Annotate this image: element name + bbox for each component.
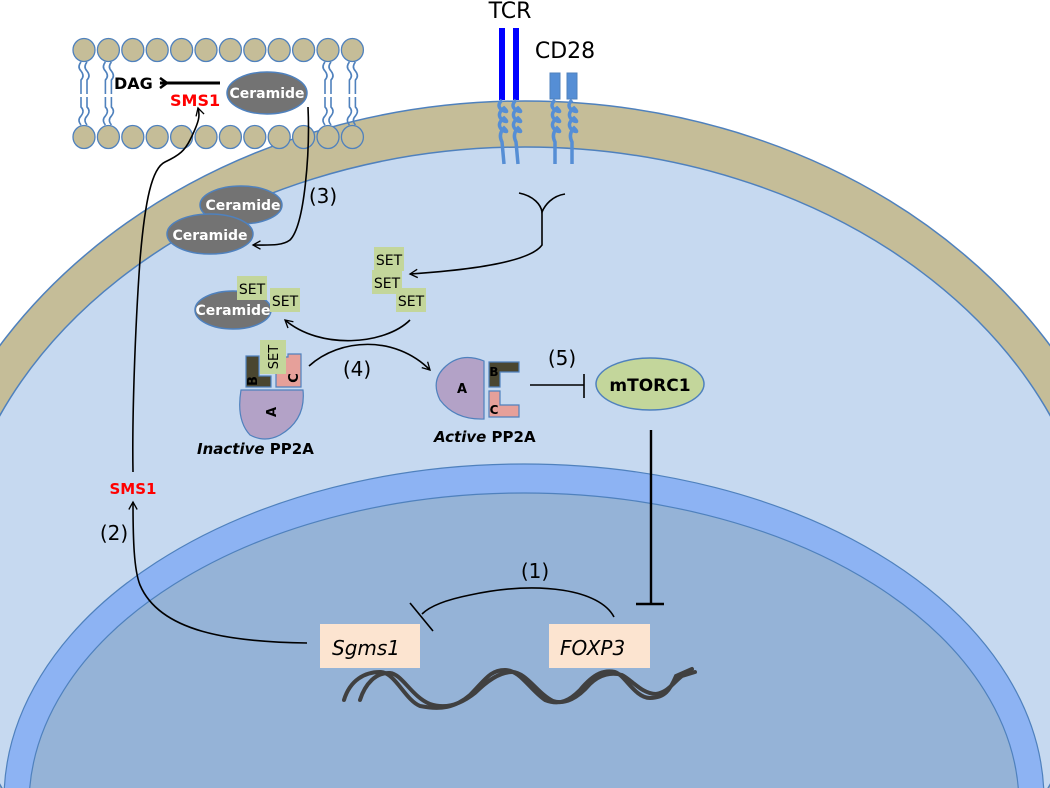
inactive-pp2a-c-label: C [287,373,302,383]
active-pp2a-a-label: A [457,382,467,397]
dna-double-helix [342,667,697,710]
gene-foxp3-label: FOXP3 [560,636,625,660]
active-pp2a-subunit-b [488,361,520,388]
inactive-pp2a-set [260,340,286,374]
lipid-tail [328,61,334,126]
lipid-tail [322,61,328,126]
step-4-label: (4) [343,357,371,381]
active-pp2a-c-label: C [490,403,499,417]
lipid-head-inner [340,124,365,150]
lipid-bilayer [72,37,365,150]
active-pp2a-label: Active PP2A [433,428,536,446]
inactive-pp2a-label: Inactive PP2A [197,440,314,458]
lipid-head-outer [316,37,340,63]
lipid-head-outer [169,37,194,63]
step-2-label: (2) [100,521,128,545]
lipid-head-outer [291,37,316,63]
active-pp2a-subunit-c [488,390,520,418]
lipid-head-inner [218,124,243,150]
lipid-head-inner [169,124,194,150]
inactive-pp2a-a-label: A [265,407,280,417]
cd28-label: CD28 [535,39,595,64]
lipid-tail [108,61,115,126]
lipid-head-outer [121,37,145,63]
set-box-2 [270,288,300,312]
set-box-2-label: SET [272,294,299,310]
lipid-head-outer [72,37,96,63]
inactive-state: Inactive [197,440,265,458]
set-box-5-label: SET [398,294,425,310]
step-5-label: (5) [548,346,576,370]
active-pp2a: A B C [435,356,520,420]
lipid-head-outer [243,37,267,63]
step-1-inhibition-line [421,587,615,618]
set-box-3 [374,247,404,271]
ceramide-cytoplasm-2 [166,213,254,255]
ceramide-membrane [226,71,308,115]
active-pp2a-name: PP2A [492,428,536,446]
set-box-5 [396,288,426,312]
tcr-label: TCR [488,0,532,24]
set-box-1 [237,276,267,300]
ceramide-membrane-label: Ceramide [229,86,304,102]
lipid-head-inner [194,124,218,150]
ceramide-set-complex-label: Ceramide [195,303,270,319]
lipid-tail [352,61,359,126]
inactive-pp2a-subunit-a [239,389,304,440]
step-3-arrow [251,106,310,250]
step-4-pp2a-activation-arrow [308,343,431,371]
active-state: Active [433,428,486,446]
lipid-head-inner [291,124,316,150]
cd28-receptor [549,72,579,164]
step-3-label: (3) [309,184,337,208]
step-1-inhibition-bar [409,602,434,632]
step-2-expression-arrow [128,500,308,644]
gene-sgms1-box [320,624,420,668]
lipid-head-outer [145,37,169,63]
ceramide-cytoplasm-2-label: Ceramide [172,228,247,244]
inactive-pp2a-b-label: B [246,376,261,386]
dag-label: DAG [114,74,153,93]
lipid-head-inner [72,124,96,150]
inactive-pp2a-subunit-b [245,355,272,388]
sms1-to-membrane-arrow [132,106,205,473]
tcr-receptor [497,28,523,165]
lipid-head-inner [243,124,267,150]
lipid-head-outer [267,37,291,63]
lipid-tail [78,61,84,126]
lipid-head-outer [96,37,121,63]
gene-sgms1-label: Sgms1 [332,636,400,660]
active-pp2a-subunit-a [435,356,485,420]
inactive-pp2a-set-label: SET [267,345,282,369]
active-pp2a-b-label: B [489,365,498,379]
sms1-membrane-label: SMS1 [170,91,220,110]
lipid-head-outer [194,37,218,63]
step-4-set-to-ceramide-arrow [283,319,411,342]
set-box-1-label: SET [239,282,266,298]
lipid-head-inner [267,124,291,150]
lipid-head-inner [316,124,340,150]
lipid-tail [346,61,353,126]
mtorc1 [595,357,705,411]
tcr-signal-to-set-arrow [408,212,543,279]
inactive-pp2a-name: PP2A [270,440,314,458]
lipid-head-outer [218,37,243,63]
ceramide-cytoplasm-1-label: Ceramide [205,198,280,214]
lipid-head-inner [121,124,145,150]
gene-foxp3-box [549,624,650,668]
set-box-4-label: SET [374,276,401,292]
set-box-3-label: SET [376,253,403,269]
nucleus [29,492,1019,788]
step-1-label: (1) [521,559,549,583]
lipid-tail [102,61,109,126]
lipid-head-inner [145,124,169,150]
lipid-head-inner [96,124,121,150]
inactive-pp2a: SET B C A [239,340,304,440]
mtorc1-label: mTORC1 [609,376,690,396]
lipid-head-outer [340,37,365,63]
sms1-cytoplasm-label: SMS1 [110,480,157,498]
lipid-tail [84,61,90,126]
